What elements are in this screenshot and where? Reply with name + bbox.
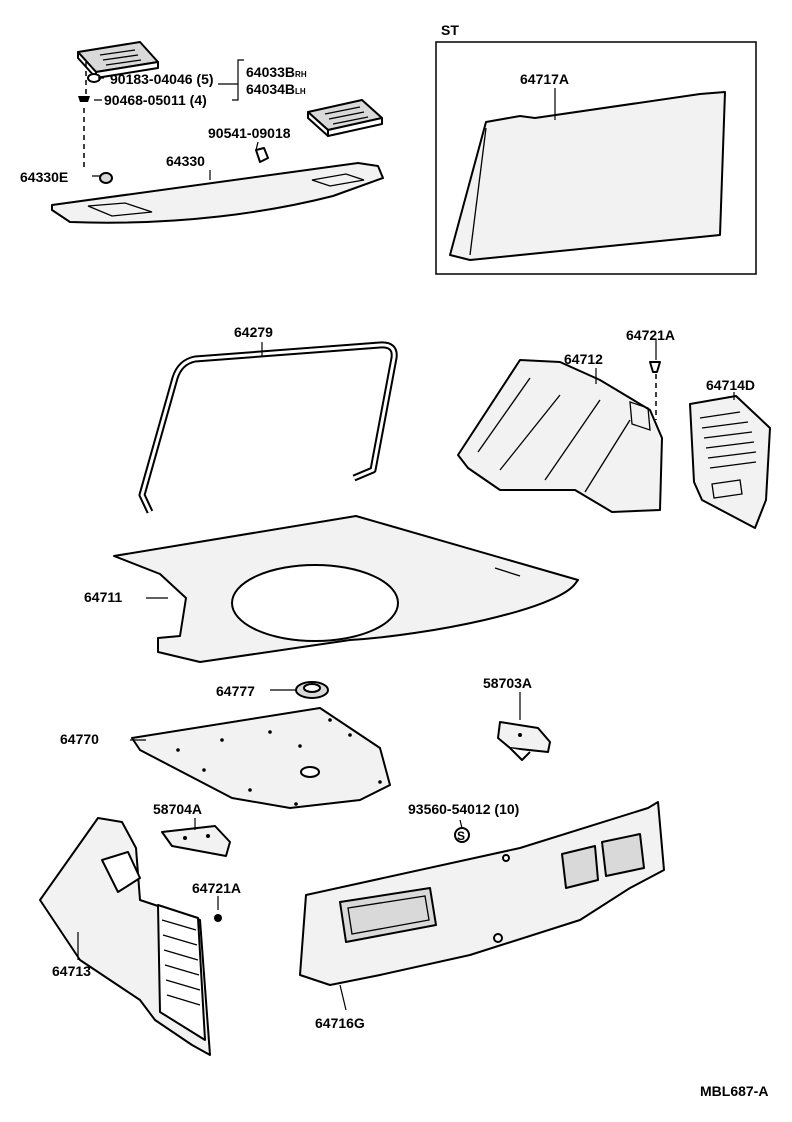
label-64279: 64279 <box>234 324 273 340</box>
svg-text:S: S <box>457 829 465 843</box>
label-64777: 64777 <box>216 683 255 699</box>
label-64711: 64711 <box>84 589 122 605</box>
clip-93560-icon: S <box>454 827 470 843</box>
label-64721a-top: 64721A <box>626 327 675 343</box>
label-64330: 64330 <box>166 153 205 169</box>
label-90541: 90541-09018 <box>208 125 291 141</box>
package-tray-64330 <box>51 162 384 224</box>
label-64033b: 64033BRH <box>246 64 307 80</box>
leader-lines <box>77 59 735 1011</box>
label-64717a: 64717A <box>520 71 569 87</box>
label-64770: 64770 <box>60 731 99 747</box>
label-58703a: 58703A <box>483 675 532 691</box>
side-trim-64712 <box>457 359 663 513</box>
clip-90468-icon <box>78 96 90 102</box>
cover-64714d <box>689 395 771 529</box>
back-panel-trim-64716g <box>299 801 665 986</box>
deck-board-64770 <box>131 707 391 809</box>
label-58704a: 58704A <box>153 801 202 817</box>
label-64721a-bottom: 64721A <box>192 880 241 896</box>
grommet-64330e-icon <box>99 172 113 184</box>
st-box <box>435 41 757 275</box>
floor-mat-64711 <box>113 515 579 663</box>
bracket-58704a <box>161 825 231 857</box>
label-64714d: 64714D <box>706 377 755 393</box>
label-64716g: 64716G <box>315 1015 365 1031</box>
clip-64721a-top-icon <box>649 361 661 373</box>
bracket-58703a <box>497 721 551 761</box>
diagram-code: MBL687-A <box>700 1083 768 1099</box>
trim-panel-64717a <box>449 91 726 261</box>
weatherstrip-64279 <box>138 341 398 514</box>
clip-64721a-bottom-icon <box>214 914 222 922</box>
speaker-grille-64033b <box>77 41 159 79</box>
label-64713: 64713 <box>52 963 91 979</box>
part-labels: ST 64033BRH 64034BLH 90183-04046 (5) 904… <box>20 22 768 1099</box>
fastener-90541-icon <box>255 147 269 163</box>
box-label-st: ST <box>441 22 459 38</box>
label-64712: 64712 <box>564 351 603 367</box>
label-90183: 90183-04046 (5) <box>110 71 214 87</box>
speaker-grille-64034b <box>307 99 383 137</box>
grommet-64777-icon <box>295 681 329 699</box>
label-90468: 90468-05011 (4) <box>104 92 207 108</box>
label-64330e: 64330E <box>20 169 68 185</box>
side-panel-64713 <box>39 817 211 1056</box>
label-93560: 93560-54012 (10) <box>408 801 519 817</box>
label-64034b: 64034BLH <box>246 81 306 97</box>
